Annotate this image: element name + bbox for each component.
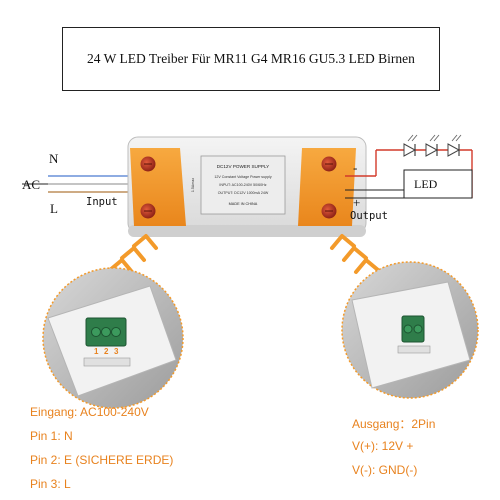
pin-number: 2: [104, 347, 109, 356]
device-label-line: OUTPUT: DC12V 1000mA 24W: [218, 191, 269, 195]
spec-left-pin2: Pin 2: E (SICHERE ERDE): [30, 453, 174, 467]
device-side-text: 1.5Amax: [191, 178, 195, 192]
led-box: [403, 169, 473, 199]
label-l: L: [50, 201, 58, 216]
spec-right-output: Ausgang：2Pin: [352, 417, 436, 431]
label-led: LED: [414, 177, 438, 191]
chevron-up-icon: [342, 246, 368, 262]
input-terminal-zoom: 1 2 3: [42, 267, 184, 409]
chevron-up-icon: [120, 246, 146, 262]
label-output: Output: [350, 210, 388, 222]
pin-number: 1: [94, 347, 99, 356]
label-ac: AC: [22, 177, 41, 192]
title-box: 24 W LED Treiber Für MR11 G4 MR16 GU5.3 …: [62, 27, 440, 91]
right-orange-cap: [298, 148, 356, 226]
spec-left-pin3: Pin 3: L: [30, 477, 71, 491]
chevron-up-icon: [330, 234, 356, 250]
led-diodes: [403, 134, 462, 157]
label-n: N: [49, 151, 59, 166]
device-label-plate: [200, 155, 286, 215]
page-title: 24 W LED Treiber Für MR11 G4 MR16 GU5.3 …: [87, 51, 415, 66]
spec-right-minus: V(-): GND(-): [352, 463, 418, 477]
device-label-line: MADE IN CHINA: [229, 202, 258, 206]
left-orange-cap: [130, 148, 186, 226]
label-input: Input: [86, 196, 118, 208]
chevron-up-icon: [354, 258, 380, 274]
led-diode-icon: [403, 134, 418, 157]
chevron-up-icon: [132, 234, 158, 250]
device-label-line: INPUT: AC100-240V 50/60Hz: [219, 183, 266, 187]
led-diode-icon: [447, 134, 462, 157]
input-wires: [22, 175, 140, 193]
led-diode-icon: [425, 134, 440, 157]
spec-right-plus: V(+): 12V +: [352, 439, 414, 453]
device-label-header: DC12V POWER SUPPLY: [217, 164, 270, 169]
pin-number: 3: [114, 347, 119, 356]
device-label-line: 12V Constant Voltage Power supply: [214, 175, 272, 179]
spec-left-input: Eingang: AC100-240V: [30, 405, 149, 419]
terminal-block: [401, 315, 425, 343]
led-driver-device: DC12V POWER SUPPLY 12V Constant Voltage …: [127, 136, 367, 237]
spec-left-pin1: Pin 1: N: [30, 429, 73, 443]
label-minus: -: [353, 160, 358, 175]
label-plus: +: [353, 195, 361, 210]
output-terminal-zoom: [341, 261, 479, 399]
chevron-up-icon: [108, 258, 134, 274]
